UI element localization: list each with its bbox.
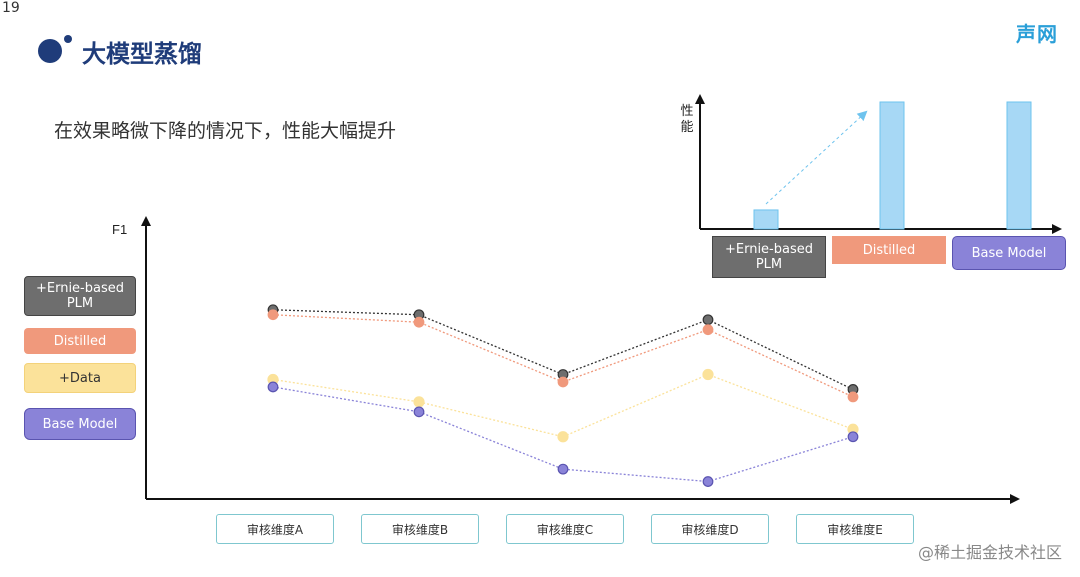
series-0-point-3 [702, 314, 714, 326]
legend-data: +Data [24, 363, 136, 393]
series-2-point-3 [702, 368, 714, 381]
series-3-point-2 [557, 463, 569, 475]
inset-label-base-model: Base Model [952, 236, 1066, 270]
series-3-point-0 [267, 381, 279, 393]
main-axes [141, 216, 1020, 504]
inset-bar-0 [753, 209, 779, 230]
inset-label-distilled: Distilled [832, 236, 946, 264]
series-3-point-4 [847, 431, 859, 443]
series-3-point-3 [702, 476, 714, 487]
x-category-a: 审核维度A [216, 514, 334, 544]
main-series-points [267, 304, 859, 487]
series-1-point-4 [847, 391, 859, 403]
slide-title: 大模型蒸馏 [38, 34, 202, 68]
series-1-point-0 [267, 309, 279, 321]
inset-label-ernie: +Ernie-based PLM [712, 236, 826, 278]
inset-trend-arrow [765, 110, 868, 205]
inset-bars [753, 101, 1032, 230]
page-number: 19 [2, 0, 20, 16]
x-category-d: 审核维度D [651, 514, 769, 544]
x-category-e: 审核维度E [796, 514, 914, 544]
x-category-b: 审核维度B [361, 514, 479, 544]
series-3-point-1 [413, 406, 425, 418]
series-1-point-3 [702, 324, 714, 336]
series-2-point-1 [413, 396, 425, 408]
inset-bar-2 [1006, 101, 1032, 230]
brand-logo: 声网 [1016, 22, 1058, 46]
main-series-lines [272, 309, 854, 483]
watermark: @稀土掘金技术社区 [917, 543, 1062, 562]
legend-ernie: +Ernie-based PLM [24, 276, 136, 316]
series-line-1 [272, 314, 854, 398]
subtitle: 在效果略微下降的情况下，性能大幅提升 [54, 120, 397, 142]
series-1-point-2 [557, 376, 569, 388]
inset-bar-1 [879, 101, 905, 230]
legend-distilled: Distilled [24, 328, 136, 354]
title-bullet-icon [38, 35, 72, 63]
f1-axis-label: F1 [112, 222, 127, 237]
performance-axis-label: 性能 [680, 104, 694, 135]
legend-base-model: Base Model [24, 408, 136, 440]
x-category-c: 审核维度C [506, 514, 624, 544]
series-line-2 [272, 373, 854, 438]
series-2-point-2 [557, 431, 569, 443]
title-bullet-small-icon [64, 35, 72, 43]
series-1-point-1 [413, 316, 425, 328]
title-text: 大模型蒸馏 [82, 39, 202, 68]
